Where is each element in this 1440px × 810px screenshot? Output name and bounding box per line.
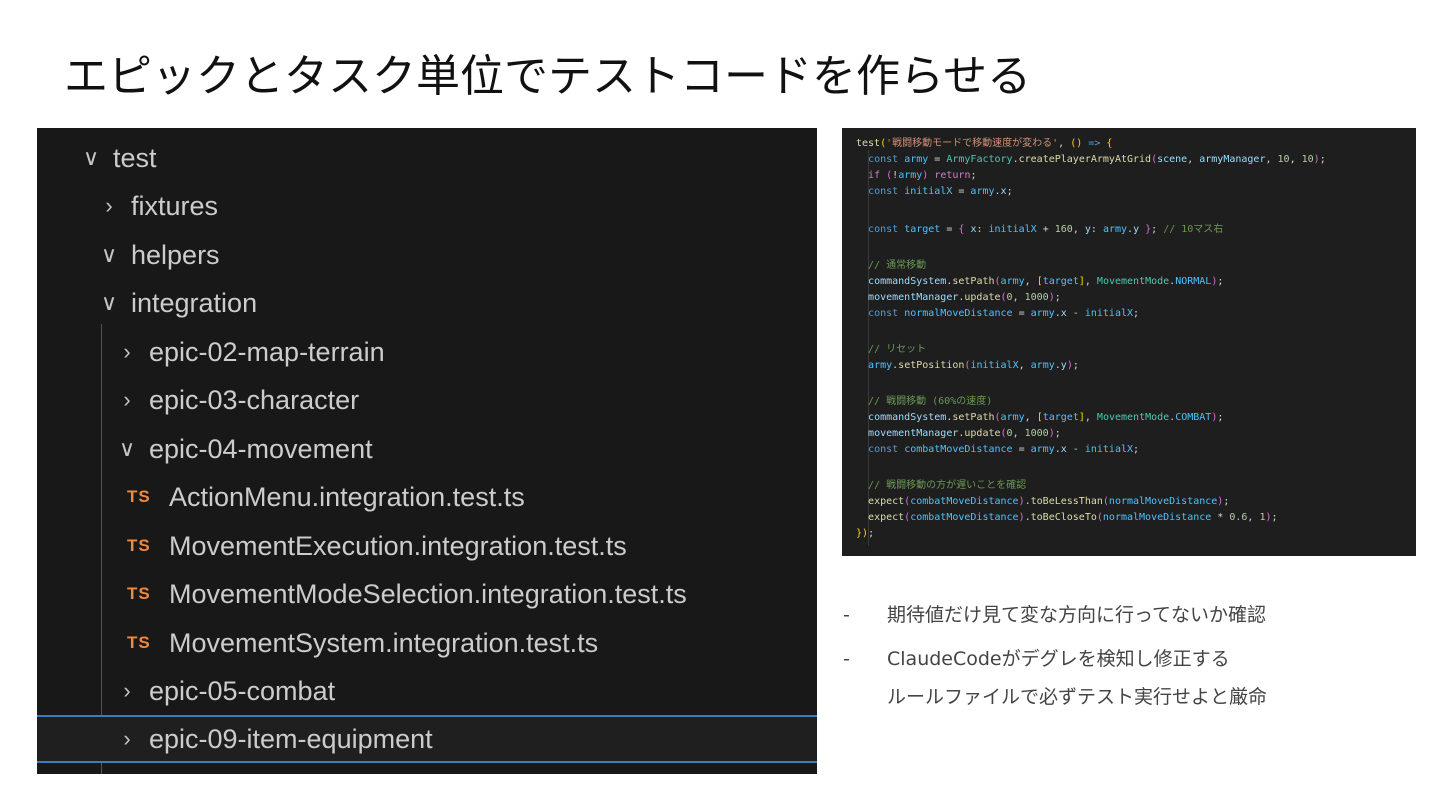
tree-item-epic-03[interactable]: › epic-03-character: [37, 376, 817, 424]
code-line: expect(combatMoveDistance).toBeLessThan(…: [868, 496, 1230, 507]
tree-item-label: epic-03-character: [149, 384, 360, 415]
slide-title: エピックとタスク単位でテストコードを作らせる: [64, 51, 1032, 102]
typescript-file-icon: TS: [127, 536, 151, 555]
chevron-right-icon: ›: [123, 387, 131, 412]
code-line: army.setPosition(initialX, army.y);: [868, 360, 1079, 371]
chevron-down-icon: ∨: [118, 436, 136, 461]
note-text: ClaudeCodeがデグレを検知し修正する: [887, 648, 1230, 670]
typescript-file-icon: TS: [127, 633, 151, 652]
tree-file-movement-execution[interactable]: TS MovementExecution.integration.test.ts: [37, 522, 817, 570]
typescript-file-icon: TS: [127, 487, 151, 506]
chevron-right-icon: ›: [105, 193, 113, 218]
code-line: commandSystem.setPath(army, [target], Mo…: [868, 276, 1224, 287]
tree-item-label: epic-05-combat: [149, 675, 336, 706]
code-line: movementManager.update(0, 1000);: [868, 292, 1061, 303]
chevron-right-icon: ›: [123, 726, 131, 751]
chevron-down-icon: ∨: [100, 290, 118, 315]
code-line: const target = { x: initialX + 160, y: a…: [868, 224, 1224, 235]
tree-item-label: ActionMenu.integration.test.ts: [169, 481, 525, 512]
code-line: if (!army) return;: [868, 170, 977, 181]
tree-item-integration[interactable]: ∨ integration: [37, 279, 817, 327]
code-line: expect(combatMoveDistance).toBeCloseTo(n…: [868, 512, 1278, 523]
note-continuation: ルールファイルで必ずテスト実行せよと厳命: [887, 686, 1268, 708]
code-line: test('戦闘移動モードで移動速度が変わる', () => {: [856, 138, 1113, 149]
tree-item-label: epic-04-movement: [149, 433, 373, 464]
indent-guide: [101, 324, 102, 774]
note-text: 期待値だけ見て変な方向に行ってないか確認: [887, 604, 1267, 626]
bullet-dash: -: [843, 604, 850, 626]
code-line: movementManager.update(0, 1000);: [868, 428, 1061, 439]
tree-item-label: helpers: [131, 239, 220, 270]
tree-item-test[interactable]: ∨ test: [37, 134, 817, 182]
tree-item-epic-09[interactable]: › epic-09-item-equipment: [37, 715, 817, 763]
chevron-down-icon: ∨: [100, 242, 118, 267]
file-explorer: ∨ test › fixtures ∨ helpers ∨ integratio…: [37, 128, 817, 774]
tree-item-helpers[interactable]: ∨ helpers: [37, 231, 817, 279]
chevron-right-icon: ›: [123, 678, 131, 703]
tree-item-label: fixtures: [131, 190, 219, 221]
chevron-right-icon: ›: [123, 339, 131, 364]
code-line: // 戦闘移動 (60%の速度): [868, 396, 993, 407]
tree-item-fixtures[interactable]: › fixtures: [37, 182, 817, 230]
tree-item-label: epic-02-map-terrain: [149, 336, 385, 367]
code-line: commandSystem.setPath(army, [target], Mo…: [868, 412, 1224, 423]
tree-item-label: MovementSystem.integration.test.ts: [169, 627, 599, 658]
tree-item-label: test: [113, 142, 157, 173]
tree-item-epic-04[interactable]: ∨ epic-04-movement: [37, 425, 817, 473]
code-line: // リセット: [868, 344, 927, 355]
code-line: });: [856, 528, 875, 539]
tree-file-action-menu[interactable]: TS ActionMenu.integration.test.ts: [37, 473, 817, 521]
tree-file-movement-system[interactable]: TS MovementSystem.integration.test.ts: [37, 619, 817, 667]
tree-file-movement-mode-selection[interactable]: TS MovementModeSelection.integration.tes…: [37, 570, 817, 618]
code-line: // 戦闘移動の方が遅いことを確認: [868, 480, 1027, 491]
code-line: const combatMoveDistance = army.x - init…: [868, 444, 1140, 455]
code-line: // 通常移動: [868, 260, 927, 271]
indent-guide: [868, 150, 869, 546]
list-item: - ClaudeCodeがデグレを検知し修正する: [843, 644, 1230, 671]
code-line: const army = ArmyFactory.createPlayerArm…: [868, 154, 1326, 165]
code-line: const normalMoveDistance = army.x - init…: [868, 308, 1140, 319]
tree-item-label: MovementExecution.integration.test.ts: [169, 530, 627, 561]
tree-item-label: epic-09-item-equipment: [149, 723, 433, 754]
bullet-dash: -: [843, 648, 850, 670]
typescript-file-icon: TS: [127, 584, 151, 603]
chevron-down-icon: ∨: [82, 145, 100, 170]
tree-item-epic-02[interactable]: › epic-02-map-terrain: [37, 328, 817, 376]
tree-item-label: integration: [131, 287, 258, 318]
list-item: - 期待値だけ見て変な方向に行ってないか確認: [843, 600, 1266, 627]
code-line: const initialX = army.x;: [868, 186, 1013, 197]
code-editor[interactable]: test('戦闘移動モードで移動速度が変わる', () => { const a…: [842, 128, 1416, 556]
tree-item-epic-05[interactable]: › epic-05-combat: [37, 667, 817, 715]
tree-item-label: MovementModeSelection.integration.test.t…: [169, 578, 687, 609]
